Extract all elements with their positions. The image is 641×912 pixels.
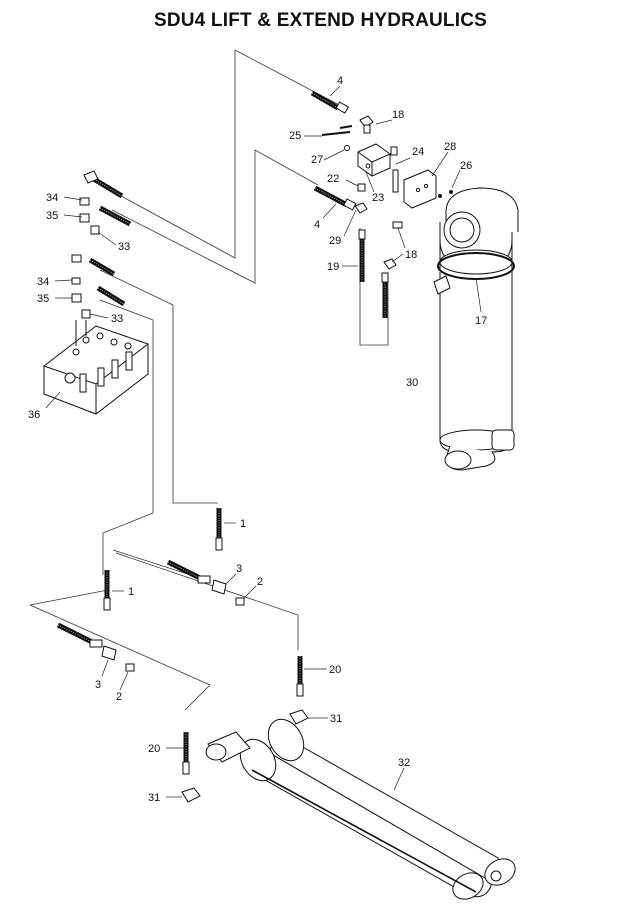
callout-24: 24 (412, 146, 424, 158)
callout-26: 26 (460, 160, 472, 172)
callout-20-left: 20 (148, 743, 160, 755)
callout-34-upper: 34 (46, 192, 58, 204)
callout-3-upper: 3 (236, 563, 242, 575)
valve-block-23 (357, 143, 391, 177)
bolt-25 (321, 125, 353, 136)
callout-22: 22 (327, 173, 339, 185)
nut-27 (344, 145, 350, 151)
fitting-29 (354, 202, 368, 214)
leader-lines (45, 85, 482, 798)
callout-20-right: 20 (329, 664, 341, 676)
fitting-18-upper (359, 115, 374, 134)
hose-1-lower (103, 570, 111, 611)
hose-20-left (182, 732, 190, 775)
callout-35-upper: 35 (46, 210, 58, 222)
fitting-22 (357, 183, 366, 192)
callout-36: 36 (28, 409, 40, 421)
callout-32: 32 (398, 757, 410, 769)
callout-1-upper: 1 (240, 518, 246, 530)
callout-27: 27 (311, 154, 323, 166)
callout-3-lower: 3 (95, 679, 101, 691)
hose-1-upper (215, 508, 223, 551)
control-valve-36 (43, 320, 149, 415)
elbow-31-right (289, 709, 309, 725)
hose-20-right (296, 656, 304, 697)
callout-33-lower: 33 (111, 313, 123, 325)
fitting-24 (390, 146, 399, 193)
elbow-31-left (181, 787, 201, 803)
callout-19: 19 (327, 261, 339, 273)
callout-29: 29 (329, 235, 341, 247)
tee-3-upper (166, 559, 245, 606)
callout-25: 25 (289, 130, 301, 142)
extend-cylinder-32 (205, 718, 516, 900)
tee-3-lower (56, 622, 135, 672)
valve-hoses-upper (79, 170, 132, 235)
washer-26 (438, 190, 453, 198)
callout-4-top: 4 (337, 75, 343, 87)
callout-17: 17 (475, 315, 487, 327)
mid-hose-4 (313, 185, 357, 211)
fitting-18-lower (383, 221, 403, 270)
hose-routing-lines (29, 49, 389, 711)
callout-31-right: 31 (330, 713, 342, 725)
callout-31-left: 31 (148, 792, 160, 804)
callout-35-lower: 35 (37, 293, 49, 305)
callout-2-lower: 2 (116, 691, 122, 703)
callout-30: 30 (406, 377, 418, 389)
callout-2-upper: 2 (257, 576, 263, 588)
top-hose-4 (310, 90, 350, 114)
callout-23: 23 (372, 192, 384, 204)
valve-hoses-lower (71, 254, 126, 319)
callout-4-mid: 4 (314, 219, 320, 231)
lift-cylinder-30 (433, 187, 519, 471)
callout-33-upper: 33 (118, 241, 130, 253)
bracket-28 (403, 169, 437, 209)
callout-labels: 4 18 25 27 24 28 26 22 23 4 29 18 19 17 … (28, 75, 487, 804)
callout-34-lower: 34 (37, 276, 49, 288)
callout-18-upper: 18 (392, 109, 404, 121)
hose-19 (358, 229, 389, 318)
callout-28: 28 (444, 141, 456, 153)
diagram-title: SDU4 LIFT & EXTEND HYDRAULICS (153, 10, 488, 31)
callout-1-lower: 1 (128, 586, 134, 598)
callout-18-lower: 18 (405, 249, 417, 261)
